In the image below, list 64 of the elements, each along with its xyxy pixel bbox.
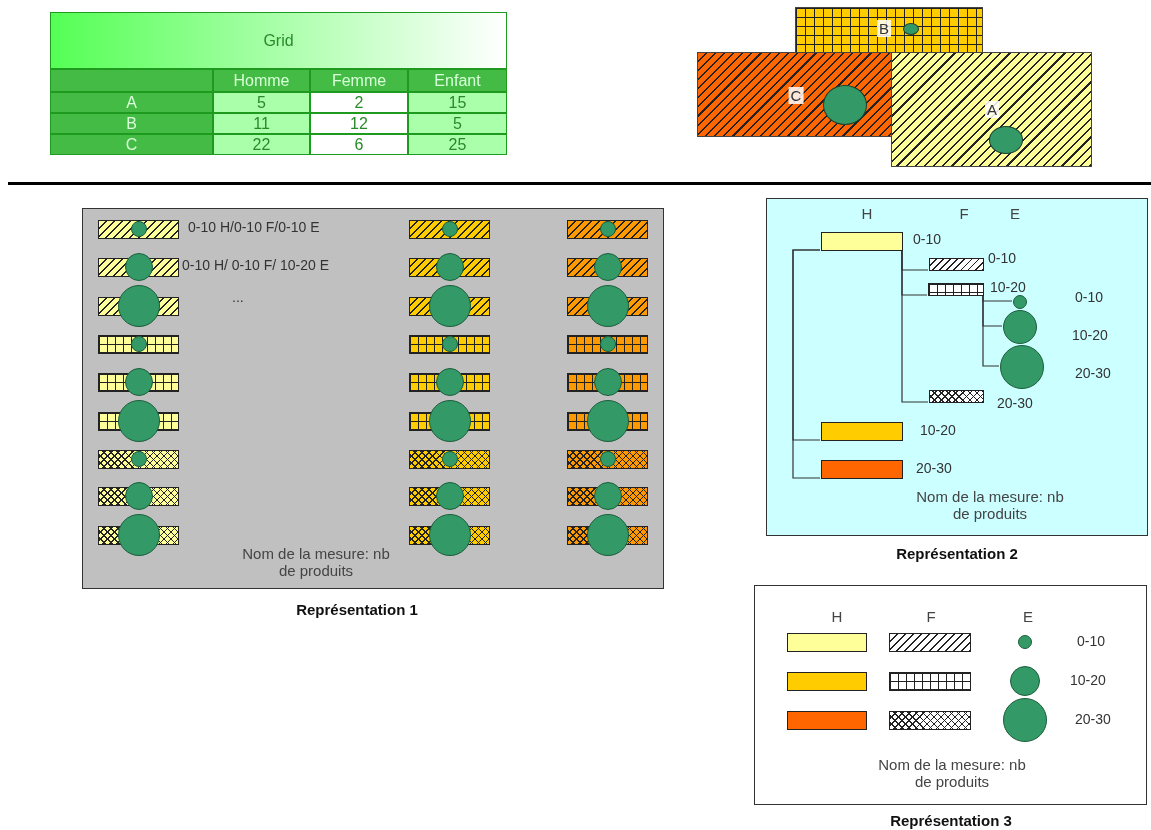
range-label: 20-30: [916, 460, 952, 477]
column-heading: E: [1023, 608, 1033, 626]
column-heading: F: [959, 205, 969, 223]
table-cell: 2: [310, 92, 408, 113]
bar-marker: [929, 258, 984, 271]
row-header: C: [50, 134, 213, 155]
row-header: A: [50, 92, 213, 113]
range-label: 0-10: [913, 231, 942, 248]
panel: [82, 208, 664, 589]
panel-caption: Représentation 3: [890, 812, 1012, 830]
ellipsis-text: ...: [232, 289, 244, 306]
region-letter: C: [788, 87, 804, 105]
table-cell: 11: [213, 113, 310, 134]
table-cell: 25: [408, 134, 507, 155]
range-label: 10-20: [990, 279, 1026, 296]
hatched-region: [891, 52, 1092, 167]
region-letter: A: [985, 101, 999, 119]
region-letter: B: [877, 20, 891, 38]
panel: [754, 585, 1147, 805]
legend-text: 0-10 H/ 0-10 F/ 10-20 E: [182, 257, 330, 274]
range-label: 10-20: [920, 422, 956, 439]
column-header: Homme: [213, 69, 310, 92]
panel-caption: Représentation 2: [896, 545, 1018, 563]
row-header: B: [50, 113, 213, 134]
measure-note: Nom de la mesure: nb de produits: [877, 756, 1027, 791]
column-heading: F: [926, 608, 936, 626]
circle-marker: [1003, 310, 1037, 344]
hatched-region: [795, 7, 983, 53]
range-label: 20-30: [1075, 365, 1111, 382]
range-label: 0-10: [1075, 289, 1104, 306]
range-label: 0-10: [1077, 633, 1106, 650]
table-cell: 5: [213, 92, 310, 113]
bar-marker: [821, 422, 903, 441]
measure-note: Nom de la mesure: nb de produits: [241, 545, 391, 580]
tree-connector: [792, 249, 821, 479]
bar-marker: [821, 232, 903, 251]
bar-marker: [928, 283, 984, 296]
table-cell: 15: [408, 92, 507, 113]
column-header: Enfant: [408, 69, 507, 92]
table-cell: 22: [213, 134, 310, 155]
range-label: 10-20: [1072, 327, 1108, 344]
range-label: 0-10: [988, 250, 1017, 267]
circle-marker: [1000, 345, 1044, 389]
column-heading: H: [861, 205, 873, 223]
table-cell: 6: [310, 134, 408, 155]
table-title: Grid: [50, 12, 507, 69]
table-cell: 12: [310, 113, 408, 134]
column-heading: E: [1010, 205, 1020, 223]
hatched-region: [697, 52, 893, 137]
panel: [766, 198, 1148, 536]
bar-marker: [929, 390, 984, 403]
tree-connector: [901, 249, 929, 403]
range-label: 20-30: [1075, 711, 1111, 728]
column-header: Femme: [310, 69, 408, 92]
measure-note: Nom de la mesure: nb de produits: [915, 488, 1065, 523]
range-label: 10-20: [1070, 672, 1106, 689]
legend-text: 0-10 H/0-10 F/0-10 E: [188, 219, 320, 236]
panel-caption: Représentation 1: [296, 601, 418, 619]
column-heading: H: [831, 608, 843, 626]
circle-marker: [1013, 295, 1027, 309]
tree-connector: [982, 294, 1000, 367]
bar-marker: [821, 460, 903, 479]
range-label: 20-30: [997, 395, 1033, 412]
table-cell: 5: [408, 113, 507, 134]
